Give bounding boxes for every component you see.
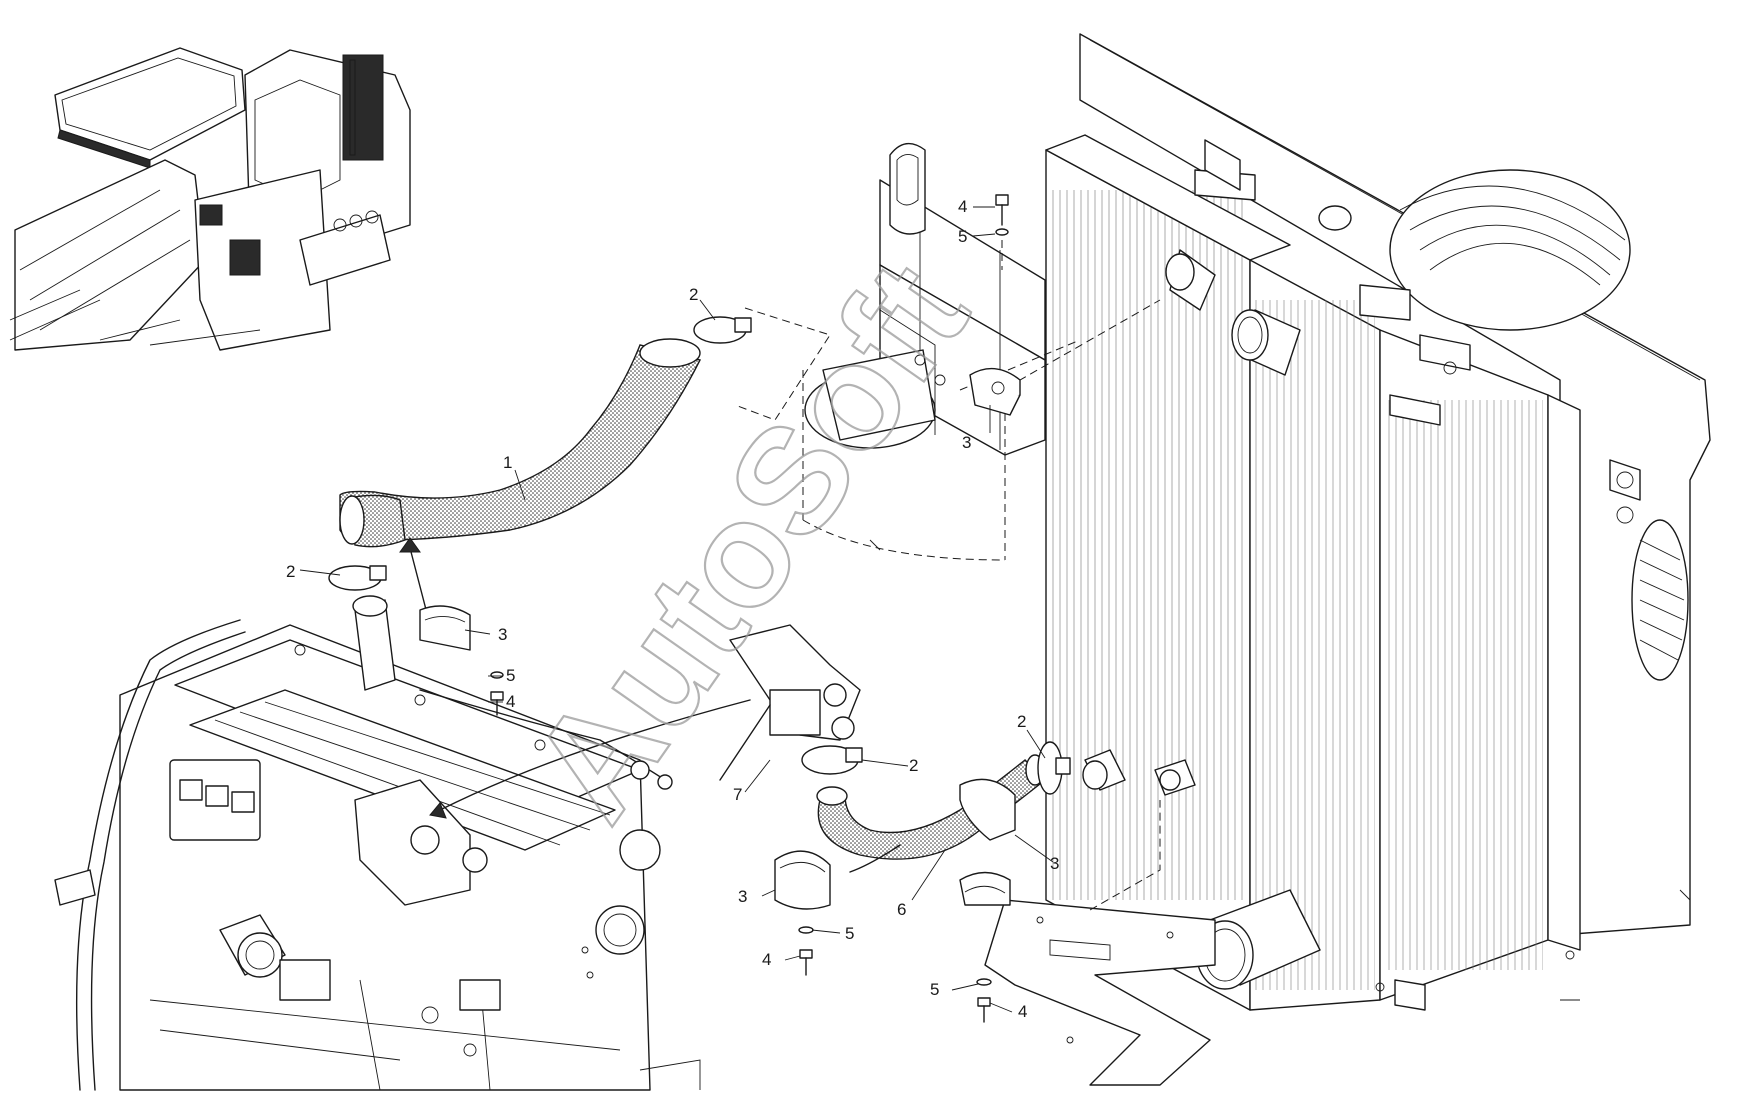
bolt-washer-lower-right — [976, 978, 992, 1023]
fan-icon — [1389, 169, 1631, 331]
callout-2-upper: 2 — [689, 285, 698, 304]
dashed-leader-mid — [959, 339, 1081, 391]
hose-clamp-engine — [328, 565, 387, 591]
hose-clamp-upper — [693, 316, 752, 344]
hose-clamp-lower-left — [801, 745, 863, 775]
mounting-clamp-lower-1 — [774, 850, 831, 910]
callout-6: 6 — [897, 900, 906, 919]
mounting-clamp-lower-3 — [959, 871, 1011, 906]
callout-2-engine: 2 — [286, 562, 295, 581]
callout-5-engine: 5 — [506, 666, 515, 685]
callout-1: 1 — [503, 453, 512, 472]
mounting-clamp-top — [969, 367, 1021, 416]
callout-leaders — [299, 206, 1054, 1013]
radiator-assembly — [1045, 33, 1711, 1011]
bolt-washer-top — [995, 194, 1009, 270]
callout-2-lower-right: 2 — [1017, 712, 1026, 731]
pipe-elbow — [719, 624, 861, 781]
callout-3-engine: 3 — [498, 625, 507, 644]
callout-3-top: 3 — [962, 433, 971, 452]
fan-icon-side — [1631, 519, 1689, 681]
lifting-eye-icon — [889, 142, 926, 235]
mounting-clamp-engine — [419, 605, 471, 651]
upper-hose — [339, 338, 702, 548]
callout-2-lower-left: 2 — [909, 756, 918, 775]
callout-5-lower-right: 5 — [930, 980, 939, 999]
drain-fitting — [1082, 749, 1196, 796]
callout-4-engine: 4 — [506, 692, 515, 711]
leader-arrow-6 — [849, 844, 901, 873]
callout-5-lower-left: 5 — [845, 924, 854, 943]
lower-support-plate — [984, 800, 1216, 1086]
callout-5-top: 5 — [958, 227, 967, 246]
leader-arrow-engine — [439, 699, 751, 811]
dashed-leader-upper — [734, 307, 831, 421]
hose-clamp-lower-right — [1037, 741, 1071, 795]
mounting-clamp-lower-2 — [959, 778, 1016, 841]
callout-3-lower-left: 3 — [738, 887, 747, 906]
callout-4-lower-right: 4 — [1018, 1002, 1027, 1021]
machine-overview-inset — [9, 47, 411, 351]
bolt-washer-engine — [490, 671, 504, 716]
callout-7: 7 — [733, 785, 742, 804]
callout-3-lower-right: 3 — [1050, 854, 1059, 873]
callout-4-top: 4 — [958, 197, 967, 216]
callout-4-lower-left: 4 — [762, 950, 771, 969]
bolt-washer-lower-left — [798, 926, 814, 976]
